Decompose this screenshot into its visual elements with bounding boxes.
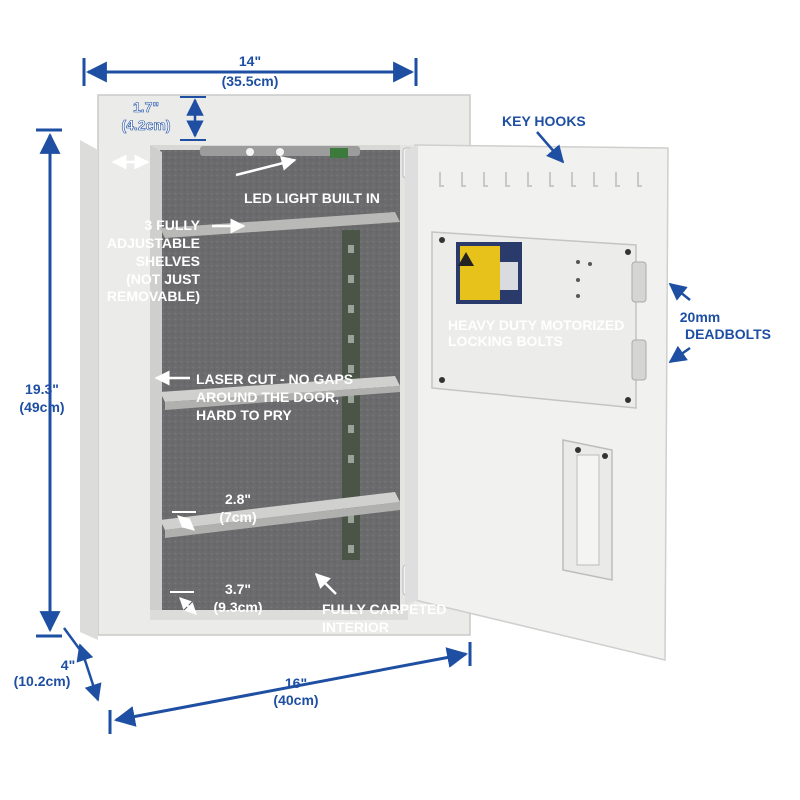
width-bottom-imperial: 16" xyxy=(285,675,307,691)
dimension-arrow-icon xyxy=(113,647,469,727)
shelves-line-2: ADJUSTABLE xyxy=(107,235,200,251)
dimension-arrow-icon xyxy=(177,515,195,531)
bottom-gap-imperial: 3.7" xyxy=(225,581,251,597)
shelves-line-4: (NOT JUST xyxy=(126,271,200,287)
depth-metric: (10.2cm) xyxy=(14,673,71,689)
locking-bolts-line-2: LOCKING BOLTS xyxy=(448,333,563,349)
shelf-bottom xyxy=(160,492,400,538)
safe-door xyxy=(405,144,669,661)
shelf-top xyxy=(160,212,400,238)
key-hook-icon xyxy=(637,172,642,187)
key-hook-icon xyxy=(571,172,576,187)
laser-cut-line-1: LASER CUT - NO GAPS xyxy=(196,371,353,387)
shelf-middle xyxy=(160,376,400,410)
key-hook-icon xyxy=(483,172,488,187)
dimension-lines xyxy=(36,58,472,734)
shelves xyxy=(160,212,400,538)
locking-bolts-line-1: HEAVY DUTY MOTORIZED xyxy=(448,317,624,333)
laser-cut-line-3: HARD TO PRY xyxy=(196,407,292,423)
width-top-imperial: 14" xyxy=(239,53,261,69)
shelf-depth-imperial: 2.8" xyxy=(225,491,251,507)
led-light-label: LED LIGHT BUILT IN xyxy=(244,190,380,206)
shelf-depth-metric: (7cm) xyxy=(219,509,256,525)
inner-dimension-arrows xyxy=(170,511,197,615)
shelves-line-5: REMOVABLE) xyxy=(107,288,200,304)
dimension-arrow-icon xyxy=(76,643,102,702)
key-hook-icon xyxy=(615,172,620,187)
width-bottom-metric: (40cm) xyxy=(273,692,318,708)
key-hooks-label: KEY HOOKS xyxy=(502,113,586,129)
key-hook-icon xyxy=(593,172,598,187)
deadbolts-line-1: 20mm xyxy=(680,309,720,325)
shelves-line-3: SHELVES xyxy=(136,253,200,269)
key-hook-icon xyxy=(439,172,444,187)
warning-label-icon xyxy=(456,242,522,304)
width-top-metric: (35.5cm) xyxy=(222,73,279,89)
led-light xyxy=(200,146,360,158)
door-handle xyxy=(562,439,613,581)
carpeted-line-1: FULLY CARPETED xyxy=(322,601,446,617)
carpeted-line-2: INTERIOR xyxy=(322,619,389,635)
dimension-arrow-icon xyxy=(179,597,197,615)
laser-cut-line-2: AROUND THE DOOR, xyxy=(196,389,339,405)
key-hook-icon xyxy=(461,172,466,187)
key-hook-icon xyxy=(527,172,532,187)
callout-arrows xyxy=(154,131,691,595)
height-imperial: 19.3" xyxy=(25,381,59,397)
key-hook-icon xyxy=(549,172,554,187)
bottom-gap-metric: (9.3cm) xyxy=(213,599,262,615)
frame-lip-metric: (4.2cm) xyxy=(121,117,170,133)
callout-arrow-icon xyxy=(314,572,337,595)
key-hook-icon xyxy=(505,172,510,187)
callout-arrow-icon xyxy=(668,282,691,301)
shelves-line-1: 3 FULLY xyxy=(145,217,201,233)
callout-arrow-icon xyxy=(536,131,565,164)
height-metric: (49cm) xyxy=(19,399,64,415)
key-hooks xyxy=(439,172,642,187)
frame-lip-imperial: 1.7" xyxy=(133,99,159,115)
deadbolts-line-2: DEADBOLTS xyxy=(685,326,771,342)
lock-mechanism xyxy=(431,231,647,409)
depth-imperial: 4" xyxy=(61,657,75,673)
callout-arrow-icon xyxy=(668,345,691,364)
carpet-interior xyxy=(160,150,400,610)
callout-arrow-icon xyxy=(235,156,297,177)
